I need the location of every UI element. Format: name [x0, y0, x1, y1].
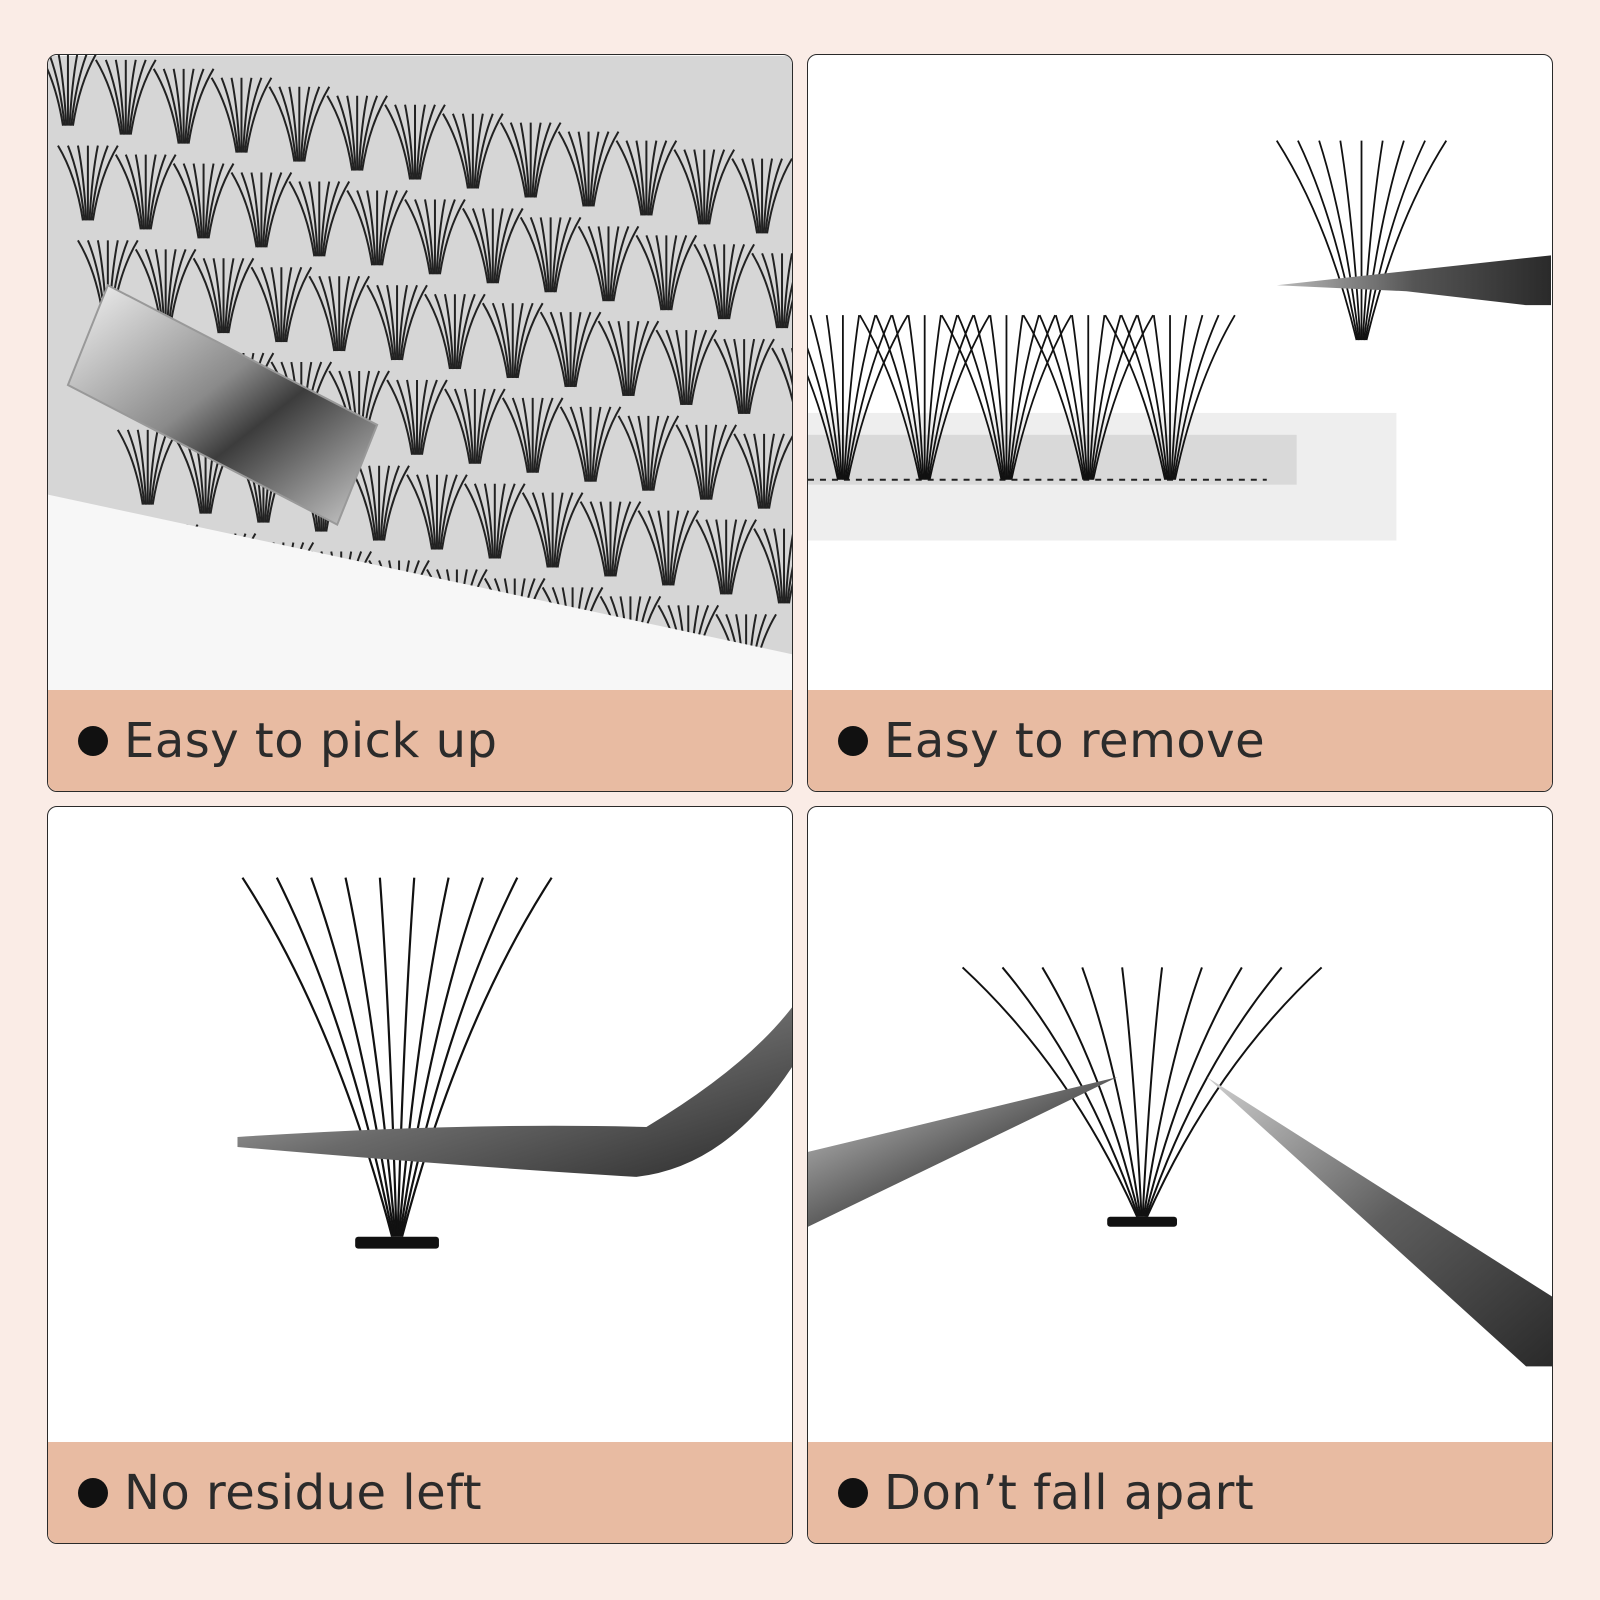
bullet-dot-icon [838, 725, 868, 756]
panel-easy-to-remove: Easy to remove [807, 54, 1553, 792]
two-tweezers-photo [808, 807, 1552, 1444]
caption-text: Don’t fall apart [884, 1464, 1255, 1521]
lash-strip-photo [808, 55, 1552, 692]
caption-bar: Easy to remove [808, 690, 1552, 791]
lash-tray-photo [48, 55, 792, 692]
caption-text: Easy to remove [884, 712, 1266, 769]
caption-text: No residue left [124, 1464, 483, 1521]
panel-dont-fall-apart: Don’t fall apart [807, 806, 1553, 1544]
single-lash-tweezer-photo [48, 807, 792, 1444]
caption-text: Easy to pick up [124, 712, 498, 769]
bullet-dot-icon [838, 1477, 868, 1508]
caption-bar: No residue left [48, 1442, 792, 1543]
panel-easy-to-pick-up: Easy to pick up [47, 54, 793, 792]
caption-bar: Easy to pick up [48, 690, 792, 791]
bullet-dot-icon [78, 725, 108, 756]
caption-bar: Don’t fall apart [808, 1442, 1552, 1543]
bullet-dot-icon [78, 1477, 108, 1508]
panel-no-residue-left: No residue left [47, 806, 793, 1544]
